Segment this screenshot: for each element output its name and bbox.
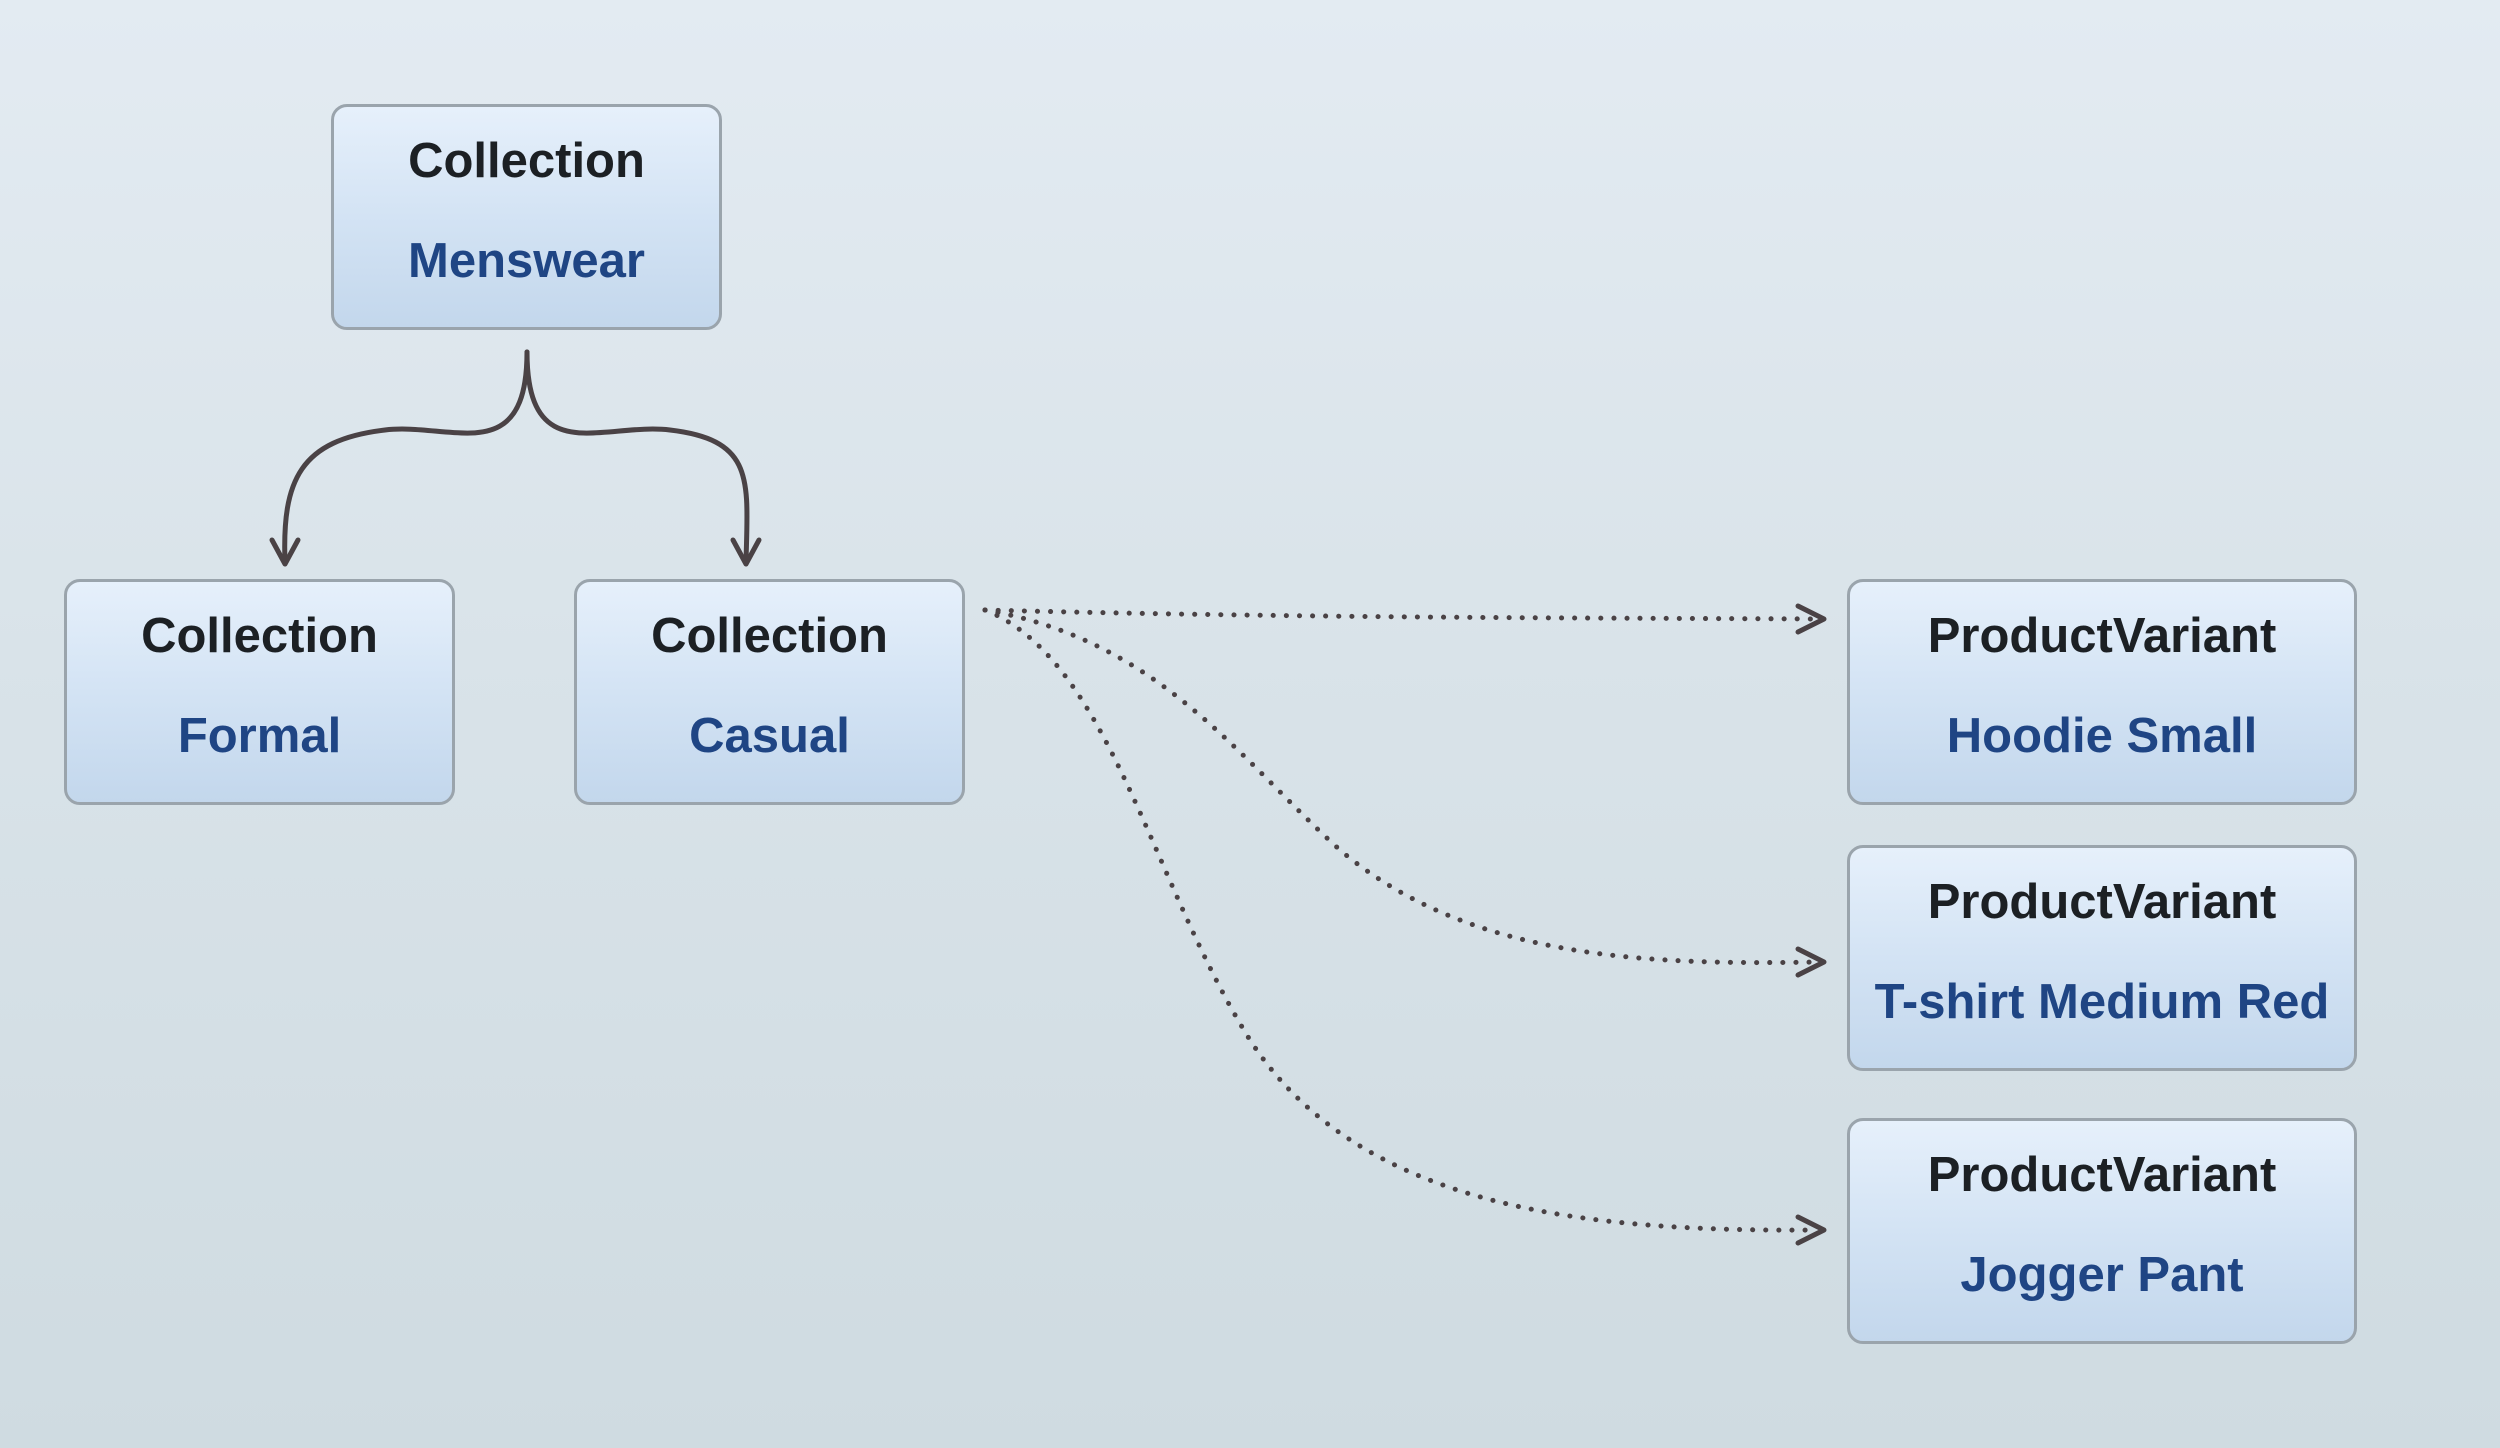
edge-casual-hoodie [982, 607, 1821, 622]
node-name-label: Menswear [408, 234, 645, 288]
node-productvariant-jogger-pant[interactable]: ProductVariant Jogger Pant [1847, 1118, 2357, 1344]
node-type-label: Collection [141, 609, 378, 663]
node-type-label: ProductVariant [1927, 875, 2277, 929]
node-type-label: Collection [651, 609, 888, 663]
arrowhead-casual [730, 537, 762, 567]
arrowhead-hoodie [1795, 603, 1827, 635]
node-collection-menswear[interactable]: Collection Menswear [331, 104, 722, 330]
node-name-label: Casual [689, 709, 850, 763]
edge-menswear-formal [282, 349, 530, 565]
node-name-label: Hoodie Small [1946, 709, 2258, 763]
arrowhead-formal [269, 537, 301, 567]
node-productvariant-tshirt-medium-red[interactable]: ProductVariant T-shirt Medium Red [1847, 845, 2357, 1071]
edge-casual-jogger [982, 607, 1821, 1233]
node-name-label: Jogger Pant [1960, 1248, 2244, 1302]
node-collection-casual[interactable]: Collection Casual [574, 579, 965, 805]
edge-menswear-casual [524, 349, 750, 565]
node-collection-formal[interactable]: Collection Formal [64, 579, 455, 805]
node-name-label: Formal [177, 709, 342, 763]
node-type-label: ProductVariant [1927, 609, 2277, 663]
node-type-label: ProductVariant [1927, 1148, 2277, 1202]
edge-casual-tshirt [982, 607, 1821, 966]
node-name-label: T-shirt Medium Red [1874, 975, 2330, 1029]
node-type-label: Collection [408, 134, 645, 188]
arrowhead-tshirt [1795, 946, 1827, 978]
node-productvariant-hoodie-small[interactable]: ProductVariant Hoodie Small [1847, 579, 2357, 805]
arrowhead-jogger [1795, 1214, 1827, 1246]
